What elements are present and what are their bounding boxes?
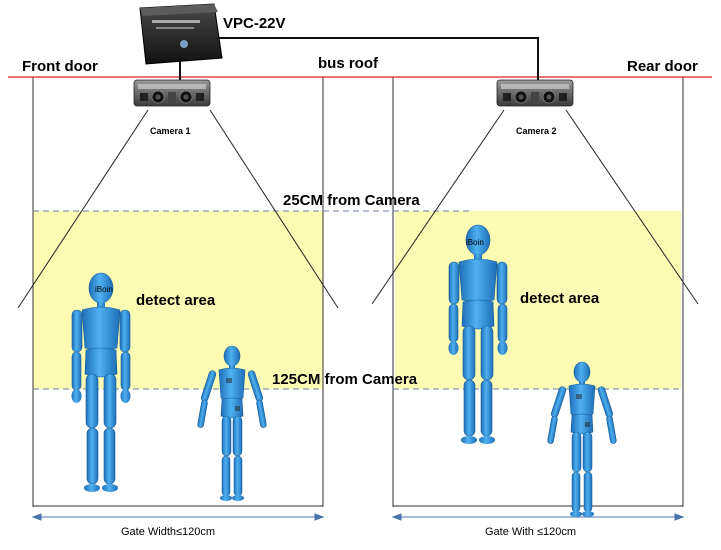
mannequin-figure-icon: iBoin [71,272,131,493]
front-door-label: Front door [22,58,98,75]
gate-width-label-left: Gate Width≤120cm [121,526,215,538]
mannequin-figure-icon: iBoin [448,224,508,445]
figure-brand-text: iBoin [466,238,484,247]
detect-area-label-right: detect area [520,290,600,307]
bus-roof-label: bus roof [318,55,379,72]
gate-width-label-right: Gate With ≤120cm [485,526,576,538]
rear-door-label: Rear door [627,58,698,75]
camera-icon [496,79,574,107]
front-door-frame [32,77,324,507]
camera-icon [133,79,211,107]
rear-door-frame [392,77,684,507]
controller-box-icon [139,3,223,65]
gate-width-dimension-left [31,513,325,521]
controller-label: VPC-22V [223,15,286,32]
detect-area-label-left: detect area [136,292,216,309]
detect-area-left [33,211,323,389]
gate-width-dimension-right [391,513,685,521]
camera2-fov [371,109,699,305]
camera1-label: Camera 1 [150,126,191,136]
near-distance-label: 25CM from Camera [283,192,420,209]
detect-area-right [395,211,681,389]
camera2-cable [214,37,539,80]
camera2-label: Camera 2 [516,126,557,136]
camera1-fov [17,109,339,309]
far-distance-label: 125CM from Camera [272,371,418,388]
figure-brand-text: iBoin [95,285,113,294]
